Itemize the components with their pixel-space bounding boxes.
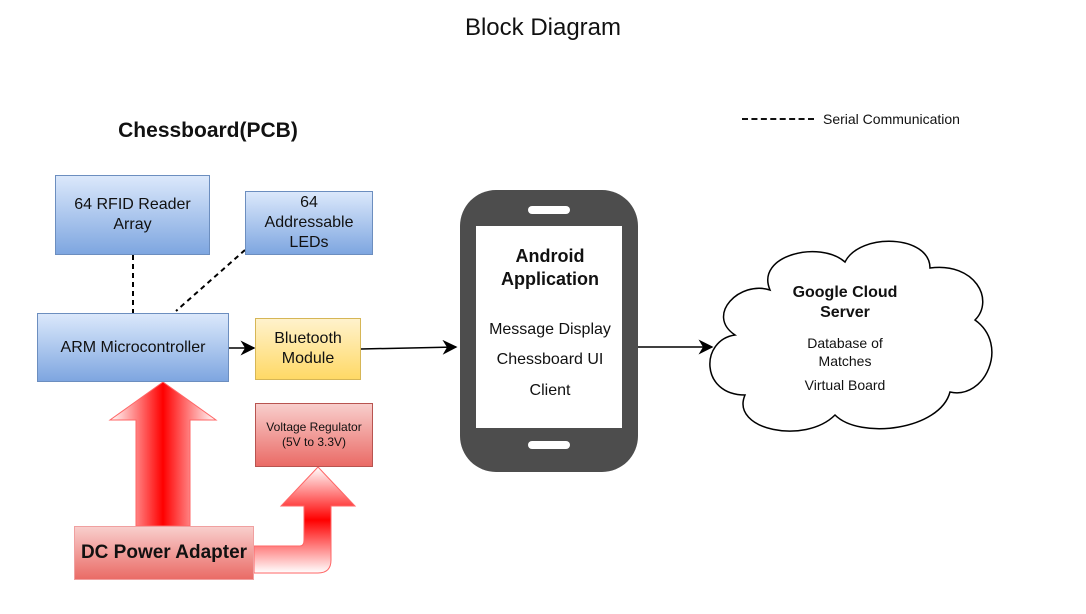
leds-line-1: 64 (300, 194, 318, 211)
app-title-line-1: Android (515, 246, 585, 266)
cloud-title-line-1: Google Cloud (792, 284, 898, 301)
bluetooth-line-1: Bluetooth (274, 330, 342, 347)
phone-item-client: Client (529, 382, 571, 399)
phone-speaker (528, 206, 570, 214)
addressable-leds-block: 64 Addressable LEDs (245, 191, 373, 255)
serial-link-leds (175, 249, 246, 312)
cloud-db-line-2: Matches (818, 352, 872, 369)
cloud-shape (709, 240, 993, 432)
chessboard-title: Chessboard(PCB) (118, 119, 298, 142)
regulator-line-1: Voltage Regulator (266, 420, 362, 434)
bluetooth-line-2: Module (281, 350, 335, 367)
cloud-title-line-2: Server (820, 304, 870, 321)
phone-home-button (528, 441, 570, 449)
bluetooth-module-block: Bluetooth Module (255, 318, 361, 380)
arm-label: ARM Microcontroller (60, 338, 206, 356)
phone-screen (476, 226, 622, 428)
phone-item-chessboard-ui: Chessboard UI (496, 351, 604, 368)
dc-power-adapter-block: DC Power Adapter (74, 526, 254, 580)
page-title: Block Diagram (464, 14, 622, 41)
rfid-reader-block: 64 RFID Reader Array (55, 175, 210, 255)
power-arrow-to-arm (108, 381, 218, 527)
cloud-db-line-1: Database of (807, 335, 883, 351)
arm-microcontroller-block: ARM Microcontroller (37, 313, 229, 382)
power-label: DC Power Adapter (80, 542, 248, 564)
android-app-title: Android Application (476, 245, 624, 290)
leds-line-3: LEDs (289, 234, 329, 251)
power-arrow-to-regulator (253, 466, 357, 574)
leds-line-2: Addressable (264, 214, 354, 231)
app-title-line-2: Application (501, 268, 599, 289)
cloud-title: Google Cloud Server (760, 283, 930, 323)
legend-dashed-line (742, 118, 814, 120)
arrow-bluetooth-to-phone (360, 339, 458, 355)
phone-item-message-display: Message Display (489, 321, 611, 338)
cloud-item-database: Database of Matches (760, 335, 930, 370)
cloud-item-virtual-board: Virtual Board (804, 377, 886, 393)
voltage-regulator-block: Voltage Regulator (5V to 3.3V) (255, 403, 373, 467)
regulator-line-2: (5V to 3.3V) (281, 435, 347, 449)
rfid-line-2: Array (113, 216, 152, 233)
rfid-line-1: 64 RFID Reader (74, 196, 191, 213)
legend-label: Serial Communication (823, 111, 960, 127)
